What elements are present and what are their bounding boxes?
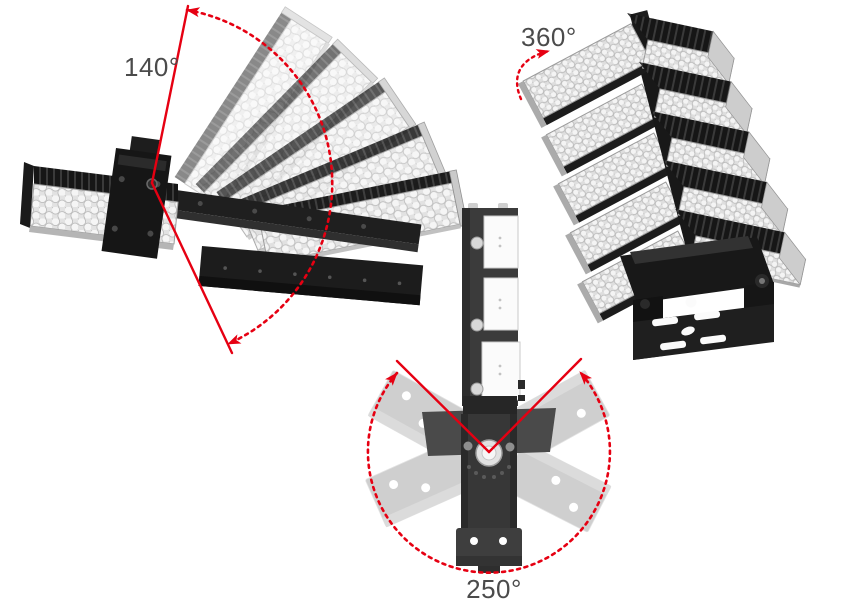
driver-box <box>198 245 424 306</box>
tilt-range-arc-arrow <box>185 7 334 346</box>
view-bracket-rotation: 250° <box>365 203 612 603</box>
u-mounting-bracket <box>620 236 774 360</box>
fixture-top-view-bar <box>462 203 525 406</box>
module-top-covers <box>481 215 521 401</box>
angle-label-360: 360° <box>521 22 577 52</box>
bracket-rotation-annotation: 250° <box>366 357 612 603</box>
rotation-range-arc-arrow <box>366 370 612 574</box>
central-bracket <box>456 396 522 573</box>
pivot-index-dots <box>467 465 511 479</box>
module-rotation-annotation: 360° <box>515 22 577 101</box>
led-module-left <box>541 83 663 177</box>
angle-label-250: 250° <box>466 574 522 603</box>
bracket-slots <box>652 296 727 351</box>
tilt-angle-annotation: 140° <box>124 4 334 355</box>
angle-line-upper <box>150 4 190 185</box>
rotation-arrow <box>515 49 551 101</box>
rotating-led-module <box>517 23 655 128</box>
view-side-tilt: 140° <box>20 4 468 355</box>
ghost-arm <box>500 441 612 533</box>
view-module-rotation: 360° <box>515 10 807 360</box>
angle-label-140: 140° <box>124 52 180 82</box>
